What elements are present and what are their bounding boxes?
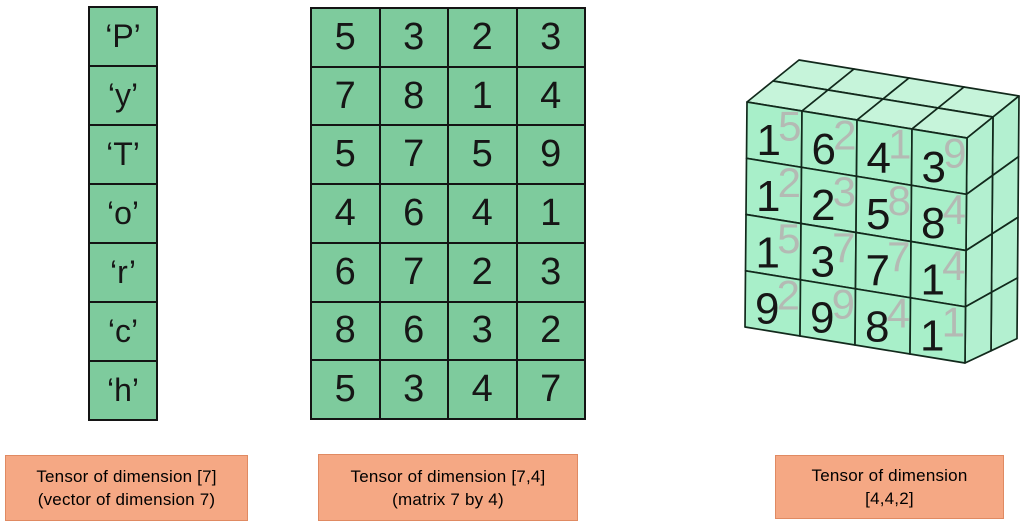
vector-cell: ‘y’ <box>90 67 156 124</box>
vector-cell: ‘P’ <box>90 8 156 65</box>
back-layer-number: 8 <box>888 177 911 224</box>
front-layer-number: 4 <box>866 134 890 183</box>
matrix-cell: 3 <box>380 9 447 66</box>
front-layer-number: 8 <box>865 303 889 352</box>
matrix-cell: 6 <box>380 185 447 242</box>
back-layer-number: 9 <box>943 130 966 177</box>
front-layer-number: 3 <box>810 237 834 286</box>
back-layer-number: 7 <box>832 224 855 271</box>
matrix-cell: 3 <box>380 361 447 418</box>
matrix-cell: 9 <box>517 126 584 184</box>
front-layer-number: 6 <box>811 125 835 174</box>
front-layer-number: 1 <box>756 116 780 165</box>
tensor3d-caption-line-1: Tensor of dimension <box>811 466 968 485</box>
matrix-cell: 5 <box>312 126 379 184</box>
matrix-cell: 3 <box>517 9 584 66</box>
matrix-cell: 8 <box>380 67 447 125</box>
matrix-cell: 8 <box>312 302 379 360</box>
matrix-cell: 7 <box>380 243 447 301</box>
vector-cell: ‘r’ <box>90 244 156 301</box>
matrix-cell: 1 <box>517 185 584 242</box>
matrix-cell: 4 <box>312 185 379 242</box>
matrix-cell: 1 <box>449 67 516 125</box>
front-layer-number: 9 <box>810 294 834 343</box>
front-layer-number: 1 <box>756 172 780 221</box>
matrix-cell: 5 <box>449 126 516 184</box>
vector-cell: ‘T’ <box>90 126 156 183</box>
matrix-cell: 4 <box>517 67 584 125</box>
vector-caption-line-1: Tensor of dimension [7] <box>36 467 217 486</box>
matrix-cell: 2 <box>449 9 516 66</box>
front-layer-number: 8 <box>921 199 945 248</box>
vector-cell: ‘h’ <box>90 362 156 419</box>
matrix-cell: 3 <box>449 302 516 360</box>
vector-cell: ‘o’ <box>90 185 156 242</box>
matrix-cell: 7 <box>517 361 584 418</box>
tensor3d-caption-line-2: [4,4,2] <box>865 489 914 508</box>
matrix-caption: Tensor of dimension [7,4] (matrix 7 by 4… <box>318 454 578 521</box>
matrix-cell: 6 <box>312 243 379 301</box>
matrix-cell: 3 <box>517 243 584 301</box>
front-layer-number: 1 <box>755 228 779 277</box>
matrix-cell: 6 <box>380 302 447 360</box>
back-layer-number: 2 <box>778 159 801 206</box>
front-layer-number: 9 <box>755 285 779 334</box>
vector-grid: ‘P’‘y’‘T’‘o’‘r’‘c’‘h’ <box>88 6 158 421</box>
back-layer-number: 4 <box>887 289 910 336</box>
matrix-cell: 7 <box>380 126 447 184</box>
back-layer-number: 5 <box>777 215 800 262</box>
front-layer-number: 1 <box>920 312 944 361</box>
matrix-cell: 4 <box>449 185 516 242</box>
matrix-cell: 2 <box>517 302 584 360</box>
matrix-caption-line-2: (matrix 7 by 4) <box>392 489 504 509</box>
front-layer-number: 7 <box>865 246 889 295</box>
tensor3d-caption: Tensor of dimension [4,4,2] <box>775 455 1004 519</box>
matrix-caption-line-1: Tensor of dimension [7,4] <box>350 466 546 486</box>
back-layer-number: 2 <box>833 112 856 159</box>
back-layer-number: 4 <box>942 242 965 289</box>
back-layer-number: 9 <box>832 280 855 327</box>
front-layer-number: 1 <box>920 255 944 304</box>
matrix-cell: 5 <box>312 361 379 418</box>
back-layer-number: 7 <box>887 233 910 280</box>
back-layer-number: 2 <box>777 271 800 318</box>
front-layer-number: 5 <box>866 190 890 239</box>
back-layer-number: 1 <box>888 121 911 168</box>
back-layer-number: 5 <box>778 103 801 150</box>
matrix-cell: 5 <box>312 9 379 66</box>
back-layer-number: 3 <box>833 168 856 215</box>
matrix-cell: 7 <box>312 67 379 125</box>
front-layer-number: 2 <box>811 181 835 230</box>
vector-caption-line-2: (vector of dimension 7) <box>37 490 216 509</box>
back-layer-number: 1 <box>942 298 965 345</box>
back-layer-number: 4 <box>943 186 966 233</box>
cube-front-face-cell <box>909 296 967 364</box>
vector-cell: ‘c’ <box>90 303 156 360</box>
front-layer-number: 3 <box>921 143 945 192</box>
matrix-cell: 2 <box>449 243 516 301</box>
matrix-cell: 4 <box>449 361 516 418</box>
vector-caption: Tensor of dimension [7] (vector of dimen… <box>5 455 248 521</box>
